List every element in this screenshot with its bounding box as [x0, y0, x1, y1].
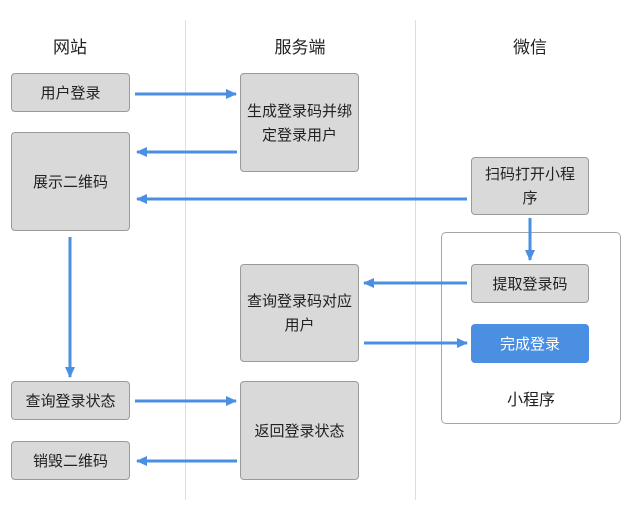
generate-login-code-box: 生成登录码并绑定登录用户	[240, 73, 359, 172]
destroy-qr-code-box: 销毁二维码	[11, 441, 130, 480]
user-login-box: 用户登录	[11, 73, 130, 112]
complete-login-box: 完成登录	[471, 324, 589, 363]
lane-title-wechat: 微信	[513, 38, 547, 58]
mini-program-label: 小程序	[506, 390, 555, 409]
lane-divider-left	[185, 20, 186, 500]
extract-login-code-box: 提取登录码	[471, 264, 589, 303]
query-login-status-box: 查询登录状态	[11, 381, 130, 420]
lane-title-website: 网站	[53, 38, 87, 58]
lane-divider-right	[415, 20, 416, 500]
return-login-status-box: 返回登录状态	[240, 381, 359, 480]
show-qr-code-box: 展示二维码	[11, 132, 130, 231]
query-code-user-box: 查询登录码对应用户	[240, 264, 359, 362]
lane-title-server: 服务端	[274, 38, 326, 58]
scan-open-mini-program-box: 扫码打开小程序	[471, 157, 589, 215]
